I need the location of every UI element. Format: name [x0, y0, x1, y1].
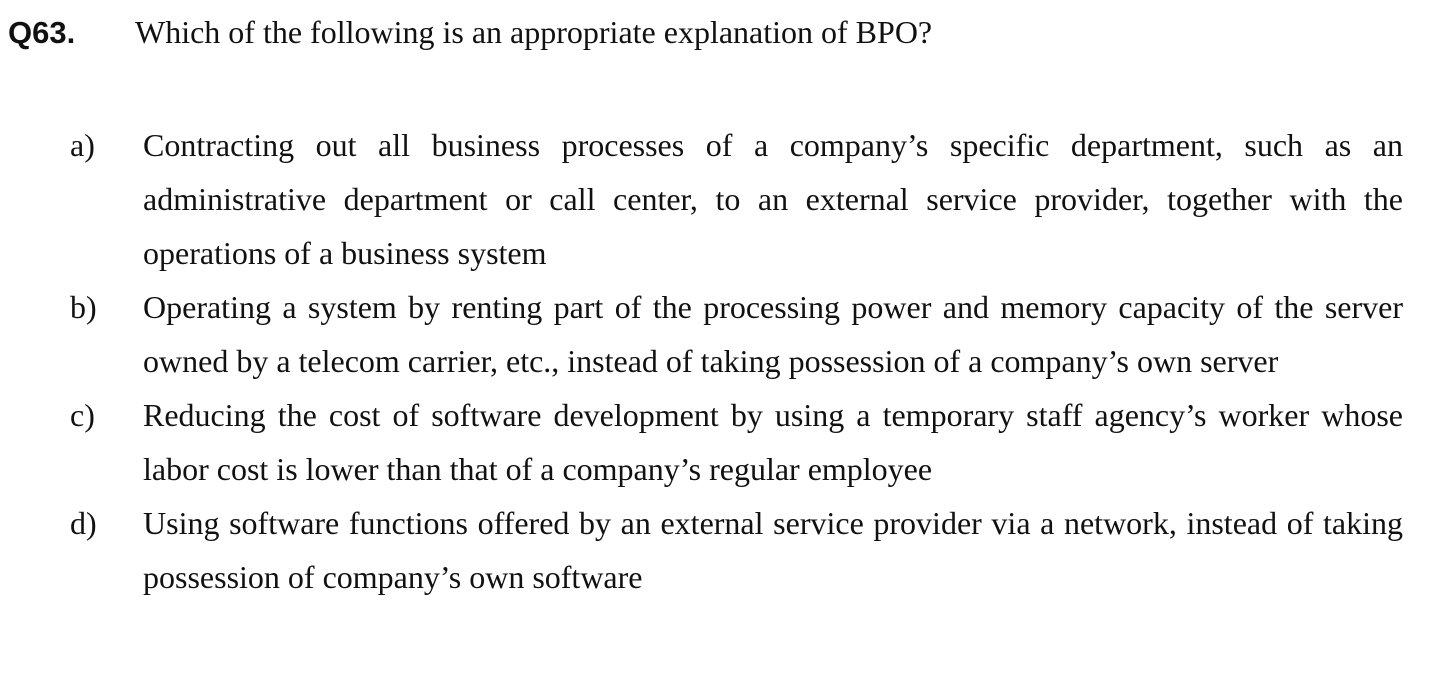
question-header: Q63. Which of the following is an approp…: [8, 14, 1410, 62]
answer-option-b: b) Operating a system by renting part of…: [70, 280, 1403, 388]
option-text: Contracting out all business processes o…: [143, 127, 1403, 271]
option-text: Operating a system by renting part of th…: [143, 289, 1403, 379]
option-letter: d): [70, 505, 97, 541]
answer-option-d: d) Using software functions offered by a…: [70, 496, 1403, 604]
answer-option-a: a) Contracting out all business processe…: [70, 118, 1403, 280]
option-text: Reducing the cost of software developmen…: [143, 397, 1403, 487]
question-number: Q63.: [8, 15, 76, 50]
option-letter: a): [70, 127, 95, 163]
option-letter: c): [70, 397, 95, 433]
option-letter: b): [70, 289, 97, 325]
answer-option-c: c) Reducing the cost of software develop…: [70, 388, 1403, 496]
option-text: Using software functions offered by an e…: [143, 505, 1403, 595]
answer-options-list: a) Contracting out all business processe…: [70, 118, 1403, 604]
question-text: Which of the following is an appropriate…: [135, 14, 933, 50]
